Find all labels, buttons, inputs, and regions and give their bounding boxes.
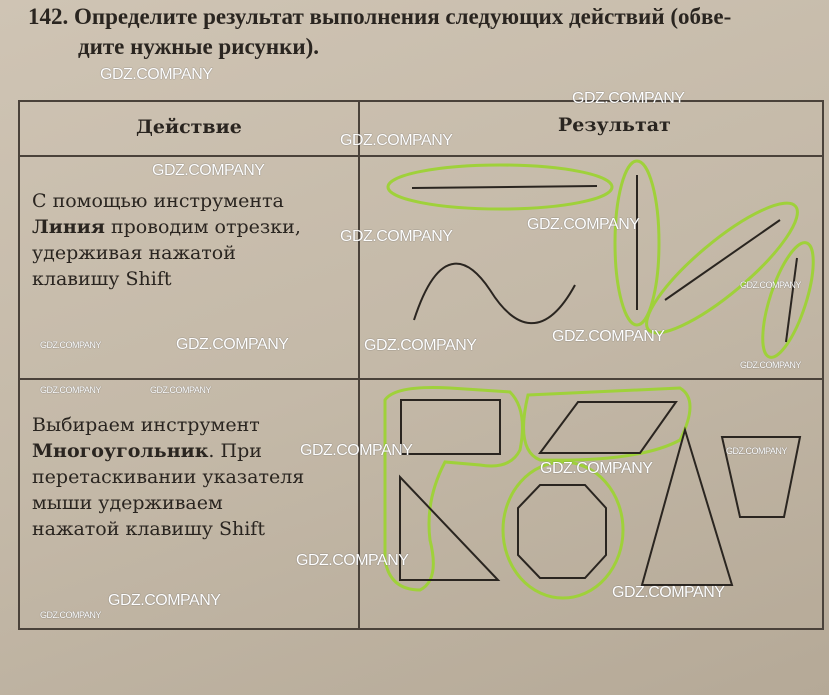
table-border-right	[822, 100, 824, 630]
watermark: GDZ.COMPANY	[527, 216, 640, 233]
row-2-tool: Многоугольник	[32, 440, 209, 462]
watermark: GDZ.COMPANY	[740, 280, 801, 290]
highlight-octagon	[501, 460, 625, 600]
row-2-text-3: перетаскивании указателя	[32, 466, 305, 488]
row-1-text-2: проводим отрезки,	[104, 216, 301, 238]
row-1-action: С помощью инструмента Линия проводим отр…	[32, 188, 301, 292]
row-1-text-4: клавишу Shift	[32, 268, 172, 290]
trapezoid	[720, 436, 802, 518]
horizontal-segment	[411, 185, 598, 189]
octagon	[517, 484, 607, 579]
highlight-rectangle-triangle	[383, 386, 524, 592]
highlight-circles	[383, 159, 815, 600]
watermark: GDZ.COMPANY	[176, 336, 289, 353]
curve	[413, 262, 576, 325]
row-1-text-3: удерживая нажатой	[32, 242, 236, 264]
rectangle	[400, 399, 501, 455]
exercise-table: Действие Результат С помощью инструмента…	[18, 100, 824, 630]
highlight-short-line	[761, 241, 815, 359]
row-2-text-4: мыши удерживаем	[32, 492, 223, 514]
highlight-diagonal-line	[645, 201, 799, 335]
watermark: GDZ.COMPANY	[150, 385, 211, 395]
watermark: GDZ.COMPANY	[540, 460, 653, 477]
task-line-2: дите нужные рисунки).	[78, 34, 320, 59]
row-2-text: Выбираем инструмент	[32, 414, 260, 436]
right-triangle	[399, 474, 501, 581]
watermark: GDZ.COMPANY	[40, 610, 101, 620]
task-line-1: Определите результат выполнения следующи…	[74, 4, 732, 29]
watermark: GDZ.COMPANY	[740, 360, 801, 370]
watermark: GDZ.COMPANY	[340, 228, 453, 245]
parallelogram	[538, 401, 678, 454]
table-border-top	[18, 100, 824, 102]
header-result: Результат	[558, 114, 671, 136]
row-2-action: Выбираем инструмент Многоугольник. При п…	[32, 412, 304, 542]
watermark: GDZ.COMPANY	[296, 552, 409, 569]
short-segment	[785, 257, 798, 343]
watermark: GDZ.COMPANY	[726, 446, 787, 456]
shapes	[399, 175, 802, 586]
watermark: GDZ.COMPANY	[100, 66, 213, 83]
column-divider	[358, 100, 360, 630]
header-divider	[18, 155, 824, 157]
triangle	[640, 426, 734, 586]
task-heading: 142. Определите результат выполнения сле…	[28, 2, 731, 62]
highlight-parallelogram	[522, 386, 692, 462]
watermark: GDZ.COMPANY	[40, 340, 101, 350]
watermark: GDZ.COMPANY	[340, 132, 453, 149]
highlight-horizontal-line	[386, 163, 614, 211]
row-2-text-2: . При	[208, 440, 262, 462]
row-divider	[18, 378, 824, 380]
row-1-text: С помощью инструмента	[32, 190, 284, 212]
watermark: GDZ.COMPANY	[552, 328, 665, 345]
diagonal-segment	[664, 219, 781, 301]
watermark: GDZ.COMPANY	[152, 162, 265, 179]
watermark: GDZ.COMPANY	[300, 442, 413, 459]
watermark: GDZ.COMPANY	[572, 90, 685, 107]
highlight-vertical-line	[613, 159, 661, 327]
task-number: 142.	[28, 4, 69, 29]
table-border-bottom	[18, 628, 824, 630]
watermark: GDZ.COMPANY	[40, 385, 101, 395]
watermark: GDZ.COMPANY	[612, 584, 725, 601]
watermark: GDZ.COMPANY	[364, 337, 477, 354]
row-1-tool: Линия	[32, 216, 105, 238]
watermark: GDZ.COMPANY	[108, 592, 221, 609]
table-border-left	[18, 100, 20, 630]
row-2-text-5: нажатой клавишу Shift	[32, 518, 265, 540]
header-action: Действие	[136, 116, 242, 138]
